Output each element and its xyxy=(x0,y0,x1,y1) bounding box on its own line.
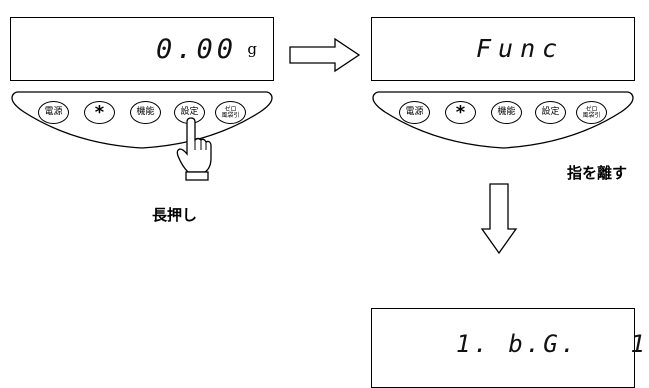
right-arrow-icon xyxy=(289,37,361,73)
display-2-readout: Func xyxy=(476,34,565,63)
pointing-hand-icon xyxy=(176,117,212,181)
power-button-1[interactable]: 電源 xyxy=(38,101,69,124)
power-button-2[interactable]: 電源 xyxy=(399,101,430,124)
zero-tare-button-2[interactable]: ゼロ 風袋引 xyxy=(576,101,607,124)
display-3-readout: 1. b.G. 1 xyxy=(456,330,648,358)
function-button-1[interactable]: 機能 xyxy=(130,101,161,124)
tare-label-2: 風袋引 xyxy=(582,111,601,119)
release-finger-label: 指を離す xyxy=(567,164,628,182)
display-1-readout: 0.00 xyxy=(155,34,237,65)
down-arrow-icon xyxy=(480,183,518,255)
star-button-2[interactable]: * xyxy=(445,101,476,124)
setting-button-2[interactable]: 設定 xyxy=(535,101,566,124)
zero-label-1: ゼロ xyxy=(224,105,237,113)
star-button-1[interactable]: * xyxy=(84,101,115,124)
function-button-2[interactable]: 機能 xyxy=(491,101,522,124)
display-1: 0.00 g xyxy=(10,17,274,81)
zero-label-2: ゼロ xyxy=(585,105,598,113)
display-2: Func xyxy=(371,17,635,81)
tare-label-1: 風袋引 xyxy=(221,111,240,119)
display-3: 1. b.G. 1 xyxy=(371,308,645,388)
long-press-label: 長押し xyxy=(152,206,198,224)
zero-tare-button-1[interactable]: ゼロ 風袋引 xyxy=(215,101,246,124)
display-1-unit: g xyxy=(247,40,257,58)
